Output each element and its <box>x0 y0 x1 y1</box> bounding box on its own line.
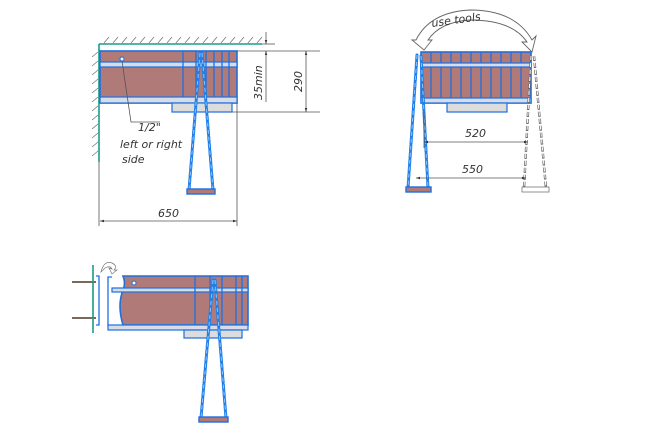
hatch-line <box>202 36 209 44</box>
front-view: use tools 520 550 <box>405 9 550 193</box>
bench-body <box>99 50 238 113</box>
hatch-line <box>91 87 99 94</box>
side-view: 1/2" left or right side 35min 290 650 <box>91 32 320 226</box>
hatch-line <box>91 96 99 103</box>
wall-hatching <box>91 36 263 162</box>
thread-label: 1/2" <box>138 121 161 134</box>
hatch-line <box>139 36 146 44</box>
outer-width-label: 550 <box>462 163 483 176</box>
hatch-line <box>130 36 137 44</box>
hatch-line <box>184 36 191 44</box>
hatch-line <box>103 36 110 44</box>
height-label: 290 <box>292 71 305 92</box>
side-label-line2: side <box>122 153 145 166</box>
hatch-line <box>91 78 99 85</box>
bench-bracket <box>107 275 249 339</box>
bracket-view <box>72 262 249 423</box>
hatch-line <box>112 36 119 44</box>
bench-front <box>420 51 532 113</box>
hatch-line <box>229 36 236 44</box>
hatch-line <box>193 36 200 44</box>
hatch-line <box>91 114 99 121</box>
side-label-line1: left or right <box>120 138 183 151</box>
hatch-line <box>91 141 99 148</box>
hatch-line <box>238 36 245 44</box>
hatch-line <box>91 123 99 130</box>
hatch-line <box>91 69 99 76</box>
hatch-line <box>157 36 164 44</box>
chain-right-ghost <box>521 55 550 193</box>
hatch-line <box>256 36 263 44</box>
dimension-outer: 550 <box>416 163 526 180</box>
hatch-line <box>175 36 182 44</box>
chain-left <box>405 53 432 193</box>
min-gap-label: 35min <box>252 65 265 100</box>
hatch-line <box>91 51 99 58</box>
inner-width-label: 520 <box>465 127 486 140</box>
hanging-chain <box>186 51 216 195</box>
hanging-chain-bracket <box>198 278 229 423</box>
wall-plate <box>72 262 118 333</box>
hatch-line <box>148 36 155 44</box>
hatch-line <box>247 36 254 44</box>
dimension-min-gap: 35min <box>237 32 320 102</box>
thread-leader: 1/2" left or right side <box>120 60 183 166</box>
hatch-line <box>91 150 99 157</box>
hatch-line <box>91 60 99 67</box>
hatch-line <box>220 36 227 44</box>
hatch-line <box>91 105 99 112</box>
hatch-line <box>211 36 218 44</box>
hatch-line <box>91 132 99 139</box>
dimension-depth: 650 <box>98 103 238 226</box>
hatch-line <box>166 36 173 44</box>
use-tools-label: use tools <box>431 10 482 30</box>
hatch-line <box>121 36 128 44</box>
dimension-inner: 520 <box>423 112 528 148</box>
dimension-height: 290 <box>232 51 320 113</box>
use-tools-arrow: use tools <box>410 9 537 53</box>
depth-label: 650 <box>158 207 179 220</box>
